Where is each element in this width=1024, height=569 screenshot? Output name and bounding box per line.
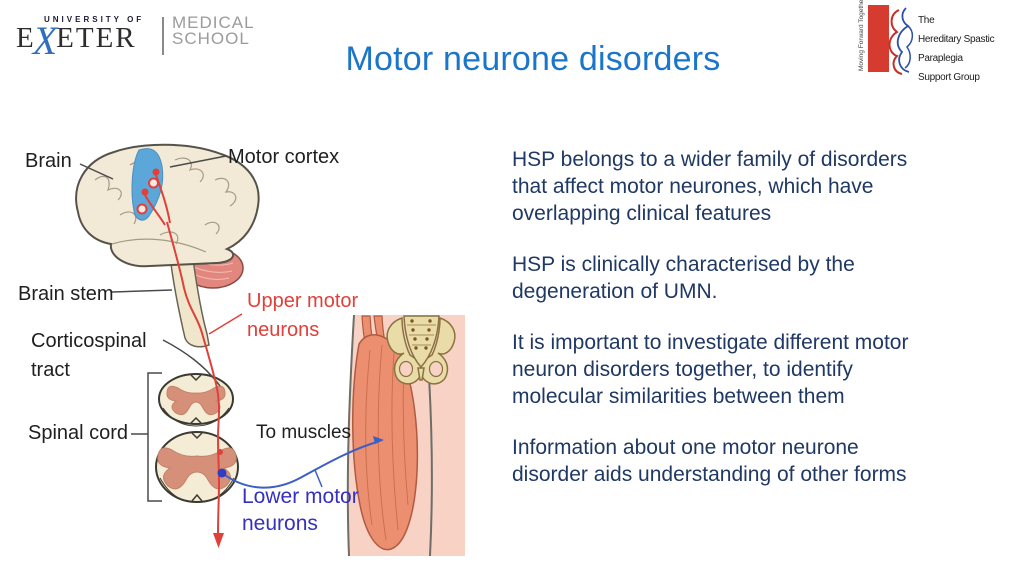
leg-muscle-illustration bbox=[346, 314, 465, 557]
upper-motor-neurons-label: Upper motor neurons bbox=[247, 290, 359, 341]
blue-arrow bbox=[373, 436, 384, 444]
motor-neuron-diagram bbox=[75, 143, 465, 557]
to-muscles-label: To muscles bbox=[256, 422, 352, 443]
brain-label: Brain bbox=[25, 150, 72, 172]
lower-motor-neuron-path bbox=[217, 436, 384, 489]
hsp-support-group-logo: Moving Forward Together The Hereditary S… bbox=[856, 0, 1024, 83]
lower-motor-neuron-cell bbox=[217, 468, 227, 478]
brain-illustration bbox=[75, 143, 260, 348]
paragraph-information: Information about one motor neurone diso… bbox=[512, 436, 907, 486]
upper-motor-neuron-cells bbox=[136, 168, 160, 215]
spinal-cord-bracket bbox=[147, 372, 162, 502]
upper-motor-neuron-tract bbox=[144, 174, 243, 548]
spinal-cord-sections bbox=[155, 373, 239, 503]
lower-motor-neurons-label: Lower motor neurons bbox=[242, 485, 359, 535]
body-text-column: HSP belongs to a wider family of disorde… bbox=[512, 146, 1017, 512]
hsp-logo-text: The Hereditary Spastic Paraplegia Suppor… bbox=[918, 15, 995, 83]
paragraph-investigate: It is important to investigate different… bbox=[512, 331, 909, 408]
paragraph-hsp-family: HSP belongs to a wider family of disorde… bbox=[512, 148, 908, 225]
university-of-text: UNIVERSITY OF bbox=[44, 15, 145, 24]
medical-school-text: MEDICAL SCHOOL bbox=[172, 13, 255, 48]
brain-gyri-lines bbox=[94, 157, 237, 253]
corticospinal-tract-label: Corticospinal tract bbox=[31, 330, 147, 381]
brain-stem-label: Brain stem bbox=[18, 283, 114, 305]
cerebrum-shape bbox=[75, 143, 260, 268]
spinal-cord-label: Spinal cord bbox=[28, 422, 129, 444]
slide-title: Motor neurone disorders bbox=[345, 40, 721, 78]
hsp-red-bar bbox=[868, 5, 889, 72]
exeter-stylized-x: X bbox=[32, 18, 60, 63]
pelvis-bones bbox=[386, 315, 456, 385]
paragraph-hsp-umn: HSP is clinically characterised by the d… bbox=[512, 253, 855, 303]
logo-divider bbox=[162, 17, 164, 55]
label-leader-lines bbox=[79, 155, 227, 502]
hsp-figure-icon bbox=[888, 7, 914, 75]
exeter-medical-school-logo: UNIVERSITY OF E X ETER MEDICAL SCHOOL bbox=[14, 10, 254, 61]
motor-cortex-label: Motor cortex bbox=[228, 146, 340, 168]
motor-cortex-band bbox=[131, 148, 164, 221]
exeter-wordmark: E X ETER bbox=[16, 21, 137, 61]
hsp-tagline-vertical: Moving Forward Together bbox=[858, 0, 865, 71]
red-down-arrow bbox=[213, 533, 224, 548]
exeter-letter: E bbox=[16, 22, 36, 54]
exeter-letters: ETER bbox=[56, 22, 137, 54]
